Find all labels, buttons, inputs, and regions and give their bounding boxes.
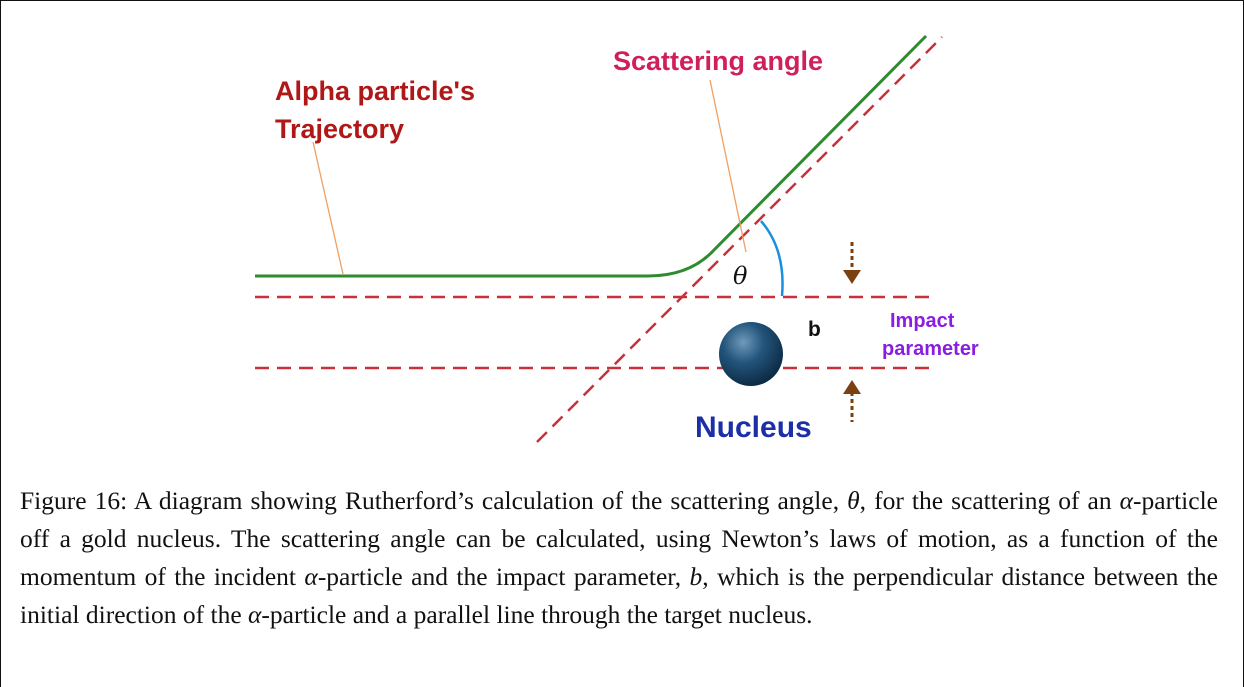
rutherford-scattering-diagram: Alpha particle's Trajectory Scattering a… [255,34,979,444]
nucleus-label: Nucleus [695,411,812,444]
b-label: b [808,318,821,341]
impact-label-line2: parameter [882,338,979,360]
figure-caption: Figure 16: A diagram showing Rutherford’… [20,482,1218,634]
caption-part6: -particle and a parallel line through th… [261,600,813,629]
theta-label: θ [733,262,748,290]
asymptote-dashed-line [536,36,943,443]
trajectory-leader-line [312,141,344,275]
impact-label-line1: Impact [890,310,955,332]
caption-alpha-1: α [1119,486,1134,515]
caption-b: b [689,562,703,591]
scattering-angle-arc [760,220,784,297]
caption-alpha-2: α [304,562,318,591]
scattering-angle-leader-line [709,79,747,253]
caption-prefix: Figure 16: A diagram showing Rutherford’… [20,486,848,515]
caption-alpha-3: α [248,600,262,629]
impact-arrow-up-icon [843,380,861,422]
caption-part4: -particle and the impact parameter, [317,562,690,591]
caption-part3: -particle off a gold nucleus. The scatte… [20,486,1218,591]
trajectory-label-line1: Alpha particle's [275,76,475,106]
trajectory-label-line2: Trajectory [275,114,404,144]
caption-theta: θ [847,486,860,515]
impact-arrow-down-icon [843,242,861,284]
gold-nucleus [719,322,783,386]
scattering-angle-label: Scattering angle [613,46,823,76]
alpha-trajectory [255,34,928,278]
caption-part5: , which is the perpendicular distance be… [20,562,1218,629]
caption-part2: , for the scattering of an [859,486,1120,515]
